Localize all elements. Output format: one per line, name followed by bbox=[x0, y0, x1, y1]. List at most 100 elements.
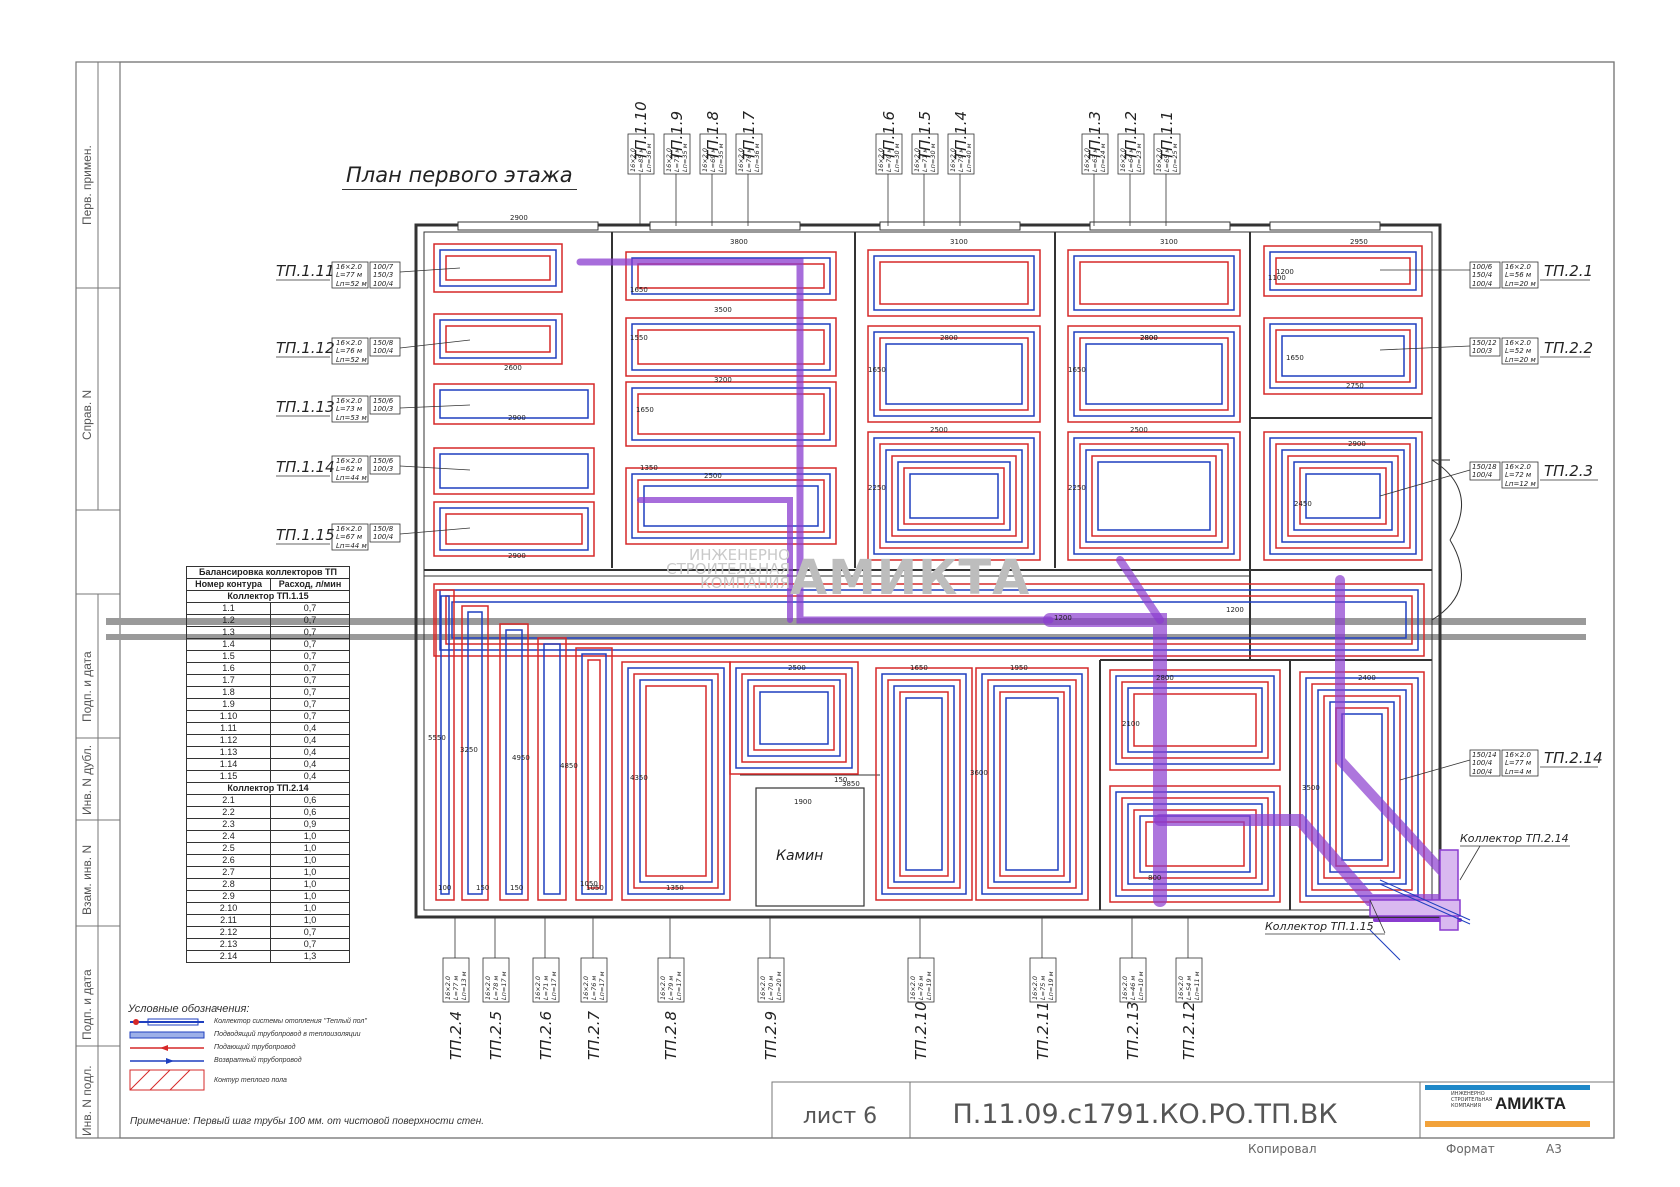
label-spec: L=75 м bbox=[1039, 976, 1047, 1000]
dimension-label: 2450 bbox=[1294, 500, 1312, 508]
label-spec: Lп=36 м bbox=[645, 143, 653, 172]
label-box bbox=[1117, 133, 1145, 175]
dimension-label: 1950 bbox=[1010, 664, 1028, 672]
svg-text:Lп=12 м: Lп=12 м bbox=[1505, 480, 1536, 488]
label-spec: Lп=13 м bbox=[460, 971, 468, 1000]
dimension-label: 2750 bbox=[1346, 382, 1364, 390]
label-box bbox=[1153, 133, 1181, 175]
side-label-sprav: Справ. N bbox=[80, 389, 94, 440]
svg-text:100/7: 100/7 bbox=[373, 263, 394, 271]
side-label-podp-2: Подп. и дата bbox=[80, 969, 94, 1040]
label-spec: L=63 м bbox=[1091, 148, 1099, 172]
copied-label: Копировал bbox=[1248, 1142, 1317, 1156]
label-spec: 16×2.0 bbox=[759, 976, 767, 1000]
label-tp-bottom-3: ТП.2.7 bbox=[585, 1010, 603, 1060]
dimension-label: 3600 bbox=[970, 769, 988, 777]
label-tp-1-14: ТП.1.14 bbox=[276, 458, 335, 476]
svg-text:150/14: 150/14 bbox=[1472, 751, 1497, 759]
side-label-inv-dubl: Инв. N дубл. bbox=[80, 744, 94, 815]
label-spec: 16×2.0 bbox=[665, 148, 673, 172]
label-spec: Lп=24 м bbox=[1099, 143, 1107, 172]
label-box bbox=[532, 957, 560, 1003]
svg-text:150/8: 150/8 bbox=[373, 525, 394, 533]
dimension-label: 1200 bbox=[1226, 606, 1244, 614]
svg-text:100/4: 100/4 bbox=[1472, 768, 1492, 776]
svg-text:100/3: 100/3 bbox=[373, 465, 393, 473]
dimension-label: 3800 bbox=[730, 238, 748, 246]
dimension-label: 2500 bbox=[930, 426, 948, 434]
table-title: Балансировка коллекторов ТП bbox=[186, 566, 350, 579]
svg-text:100/4: 100/4 bbox=[1472, 759, 1492, 767]
label-spec: L=71 м bbox=[542, 976, 550, 1000]
label-spec: L=69 м bbox=[709, 148, 717, 172]
label-box bbox=[1175, 957, 1203, 1003]
label-tp-top-1: ТП.1.9 bbox=[668, 111, 686, 160]
label-spec: L=76 м bbox=[745, 148, 753, 172]
dimension-label: 100 bbox=[438, 884, 451, 892]
label-tp-bottom-1: ТП.2.5 bbox=[487, 1011, 505, 1060]
label-spec: L=65 м bbox=[1163, 148, 1171, 172]
svg-text:150/6: 150/6 bbox=[373, 397, 394, 405]
label-spec: Lп=25 м bbox=[1171, 143, 1179, 172]
dimension-label: 1350 bbox=[666, 884, 684, 892]
label-spec: Lп=30 м bbox=[893, 143, 901, 172]
dimension-label: 2900 bbox=[1348, 440, 1366, 448]
label-box bbox=[442, 957, 470, 1003]
svg-text:Lп=53 м: Lп=53 м bbox=[336, 414, 367, 422]
label-box bbox=[947, 133, 975, 175]
svg-text:L=56 м: L=56 м bbox=[1505, 271, 1532, 279]
label-spec: L=79 м bbox=[957, 148, 965, 172]
label-spec: 16×2.0 bbox=[737, 148, 745, 172]
dimension-label: 1650 bbox=[1068, 366, 1086, 374]
table-header-number: Номер контура bbox=[185, 578, 272, 591]
label-spec: 16×2.0 bbox=[629, 148, 637, 172]
document-code: П.11.09.с1791.КО.РО.ТП.ВК bbox=[952, 1098, 1338, 1130]
dimension-label: 1650 bbox=[636, 406, 654, 414]
dimension-label: 2500 bbox=[788, 664, 806, 672]
label-box bbox=[875, 133, 903, 175]
legend-item: Контур теплого пола bbox=[128, 1067, 428, 1093]
label-tp-bottom-9: ТП.2.12 bbox=[1180, 1001, 1198, 1060]
svg-text:100/3: 100/3 bbox=[373, 405, 393, 413]
svg-text:100/4: 100/4 bbox=[1472, 280, 1492, 288]
label-spec: L=85 м bbox=[637, 148, 645, 172]
label-spec: 16×2.0 bbox=[1031, 976, 1039, 1000]
label-tp-bottom-4: ТП.2.8 bbox=[662, 1011, 680, 1060]
label-spec: L=70 м bbox=[885, 148, 893, 172]
svg-text:100/4: 100/4 bbox=[373, 533, 393, 541]
side-label-inv-podl: Инв. N подл. bbox=[80, 1065, 94, 1136]
label-spec: Lп=30 м bbox=[929, 143, 937, 172]
legend-item: Подающий трубопровод bbox=[128, 1041, 428, 1054]
label-spec: 16×2.0 bbox=[1083, 148, 1091, 172]
label-box bbox=[580, 957, 608, 1003]
company-logo: ИНЖЕНЕРНО СТРОИТЕЛЬНАЯ КОМПАНИЯ АМИКТА bbox=[1425, 1081, 1590, 1131]
side-label-perv: Перв. примен. bbox=[80, 145, 94, 225]
label-spec: Lп=36 м bbox=[753, 143, 761, 172]
dimension-label: 2900 bbox=[508, 414, 526, 422]
svg-text:100/6: 100/6 bbox=[1472, 263, 1493, 271]
svg-text:L=76 м: L=76 м bbox=[336, 347, 363, 355]
dimension-label: 2800 bbox=[1140, 334, 1158, 342]
label-spec: Lп=35 м bbox=[717, 143, 725, 172]
label-box bbox=[699, 133, 727, 175]
svg-text:16×2.0: 16×2.0 bbox=[336, 339, 362, 347]
dimension-label: 2500 bbox=[1130, 426, 1148, 434]
label-tp-bottom-6: ТП.2.10 bbox=[912, 1001, 930, 1060]
legend-item: Возвратный трубопровод bbox=[128, 1054, 428, 1067]
label-box bbox=[1029, 957, 1057, 1003]
label-tp-2-14: ТП.2.14 bbox=[1544, 749, 1603, 767]
svg-text:L=62 м: L=62 м bbox=[336, 465, 363, 473]
dimension-label: 2600 bbox=[504, 364, 522, 372]
label-box bbox=[1081, 133, 1109, 175]
label-spec: L=64 м bbox=[1127, 148, 1135, 172]
label-spec: Lп=20 м bbox=[775, 971, 783, 1000]
label-tp-bottom-7: ТП.2.11 bbox=[1034, 1001, 1052, 1060]
label-box bbox=[663, 133, 691, 175]
